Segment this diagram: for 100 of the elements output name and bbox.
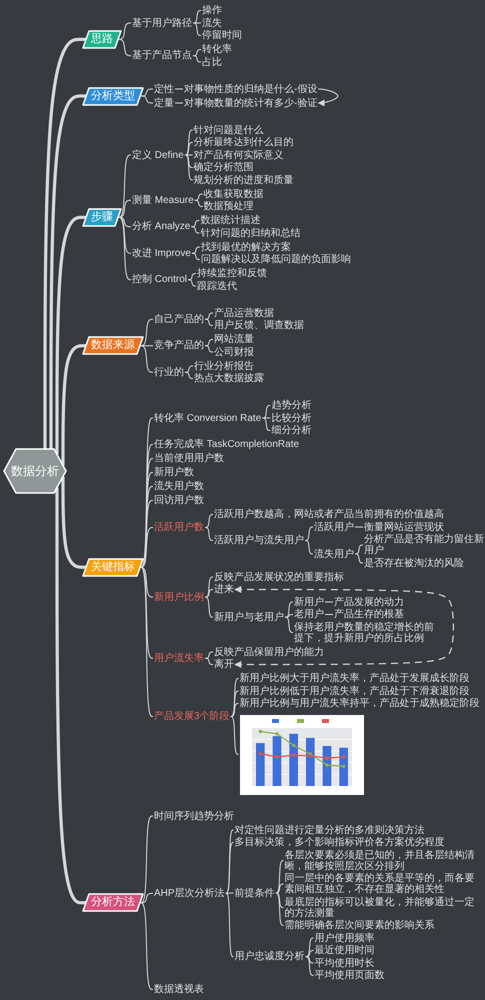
branch-line: [192, 55, 202, 62]
subtopic-label: 找到最优的解决方案: [200, 242, 291, 252]
dashed-curved-arrow: [234, 586, 454, 668]
branch-line: [305, 956, 314, 964]
branch-line: [204, 576, 214, 598]
branch-line: [192, 10, 202, 24]
subtopic-label: 停留时间: [202, 30, 242, 41]
subtopic-label: 数据透视表: [154, 984, 204, 995]
main-branch-curve: [49, 94, 86, 450]
branch-line: [262, 405, 271, 418]
branch-line: [225, 892, 234, 958]
subtopic-label: 保持老用户数量的稳定增长的前提下，提升新用户的所占比例: [294, 622, 434, 644]
branch-line: [140, 566, 154, 717]
subtopic-label: 转化率 Conversion Rate: [154, 412, 262, 424]
subtopic-label: 活跃用户数: [154, 522, 204, 533]
subtopic-label: 改进 Improve: [132, 248, 191, 259]
subtopic-label: 平均使用页面数: [314, 970, 385, 981]
branch-line: [184, 154, 194, 168]
subtopic-label: 任务完成率 TaskCompletionRate: [154, 439, 300, 450]
subtopic-label: 用户反馈、调查数据: [214, 320, 304, 331]
subtopic-label: 网站流量: [214, 334, 254, 345]
branch-line: [275, 892, 284, 908]
branch-line: [304, 526, 314, 541]
subtopic-label: 持续监控和反馈: [197, 268, 268, 279]
branch-line: [140, 318, 154, 346]
subtopic-label: 新用户比例与用户流失率持平，产品处于成熟稳定阶段: [240, 698, 480, 709]
branch-line: [184, 366, 194, 373]
branch-line: [184, 130, 194, 156]
subtopic-label: 定性: [154, 84, 174, 94]
branch-line: [275, 892, 284, 926]
subtopic-label: 平均使用时长: [314, 958, 375, 968]
branch-line: [230, 716, 240, 755]
subtopic-label: 行业分析报告: [194, 360, 254, 372]
branch-line: [230, 678, 240, 717]
subtopic-label: 跟踪迭代: [197, 280, 238, 292]
subtopic-label: 活跃用户数越高，网站或者产品当前拥有的价值越高: [214, 509, 444, 520]
branch-line: [190, 220, 200, 228]
subtopic-label: 新用户比例: [154, 592, 204, 603]
branch-line: [230, 690, 240, 717]
subtopic-label: 产品发展3个阶段: [154, 711, 230, 722]
branch-line: [140, 892, 154, 904]
branch-line: [140, 566, 154, 659]
subtopic-label: 规划分析的进度和质量: [194, 174, 294, 186]
branch-line: [204, 318, 214, 326]
branch-line: [284, 602, 294, 618]
subtopic-label: 最底层的指标可以被量化，并能够通过一定的方法测量: [284, 896, 484, 918]
subtopic-label: 分析 Analyze: [132, 221, 190, 232]
branch-line: [192, 22, 202, 36]
subtopic-label: 用户流失率: [154, 652, 204, 664]
subtopic-label: 趋势分析: [271, 400, 312, 411]
branch-line: [184, 142, 194, 156]
main-branch-curve: [43, 38, 86, 450]
branch-line: [184, 154, 194, 180]
subtopic-label: 测量 Measure: [132, 194, 194, 206]
subtopic-label: 针对问题是什么: [194, 124, 264, 136]
branch-line: [140, 566, 154, 598]
branch-line: [184, 372, 194, 379]
main-topic-box: 步骤: [82, 208, 122, 227]
subtopic-label: 基于产品节点: [132, 50, 192, 62]
branch-line: [354, 526, 364, 528]
subtopic-label: 数据统计描述: [200, 215, 260, 226]
branch-line: [204, 652, 214, 659]
branch-line: [191, 252, 200, 260]
branch-line: [305, 938, 314, 958]
subtopic-label: 产品生存的根基: [334, 609, 404, 620]
subtopic-label: 流失: [202, 18, 222, 28]
subtopic-label: 反映产品保留用户的能力: [214, 646, 324, 658]
branch-line: [324, 614, 334, 615]
subtopic-label: 细分分析: [271, 425, 312, 436]
subtopic-label: 问题解决以及降低问题的负面影响: [200, 254, 351, 265]
subtopic-label: 对定性问题进行定量分析的多准则决策方法: [234, 824, 425, 836]
branch-line: [275, 860, 284, 894]
subtopic-label: 离开: [214, 659, 234, 670]
subtopic-label: 各层次要素必须是已知的，并且各层结构清晰，能够按照层次区分排列: [284, 850, 484, 872]
branch-line: [140, 96, 154, 104]
subtopic-label: 对事物性质的归纳是什么-假设: [184, 84, 318, 94]
subtopic-label: 衡量网站运营现状: [364, 522, 444, 532]
subtopic-label: 新用户比例大于用户流失率，产品处于发展成长阶段: [240, 673, 470, 684]
subtopic-label: 同一层中的各要素的关系是平等的，而各要素间相互独立，不存在显著的相关性: [284, 873, 484, 895]
branch-line: [305, 956, 314, 976]
main-topic-box: 数据来源: [82, 336, 144, 356]
main-topic-box: 分析类型: [82, 86, 144, 106]
subtopic-label: 收集获取数据: [204, 188, 264, 200]
subtopic-label: 基于用户路径: [132, 18, 192, 28]
subtopic-label: 用户使用频率: [314, 932, 375, 944]
branch-line: [118, 38, 132, 56]
branch-line: [204, 589, 214, 598]
subtopic-label: 占比: [202, 56, 222, 68]
branch-line: [204, 339, 214, 346]
central-topic-hexagon: 数据分析: [3, 448, 67, 494]
branch-line: [225, 892, 234, 894]
subtopic-label: 时间序列趋势分析: [154, 810, 234, 822]
branch-line: [118, 154, 132, 218]
branch-line: [140, 902, 154, 990]
subtopic-label: 最近使用时间: [314, 945, 375, 956]
subtopic-label: 反映产品发展状况的重要指标: [214, 572, 344, 582]
subtopic-label: 分析产品是否有能力留住新用户: [364, 534, 484, 556]
subtopic-label: 流失用户数: [154, 481, 204, 492]
branch-line: [188, 279, 197, 286]
branch-line: [191, 246, 200, 254]
